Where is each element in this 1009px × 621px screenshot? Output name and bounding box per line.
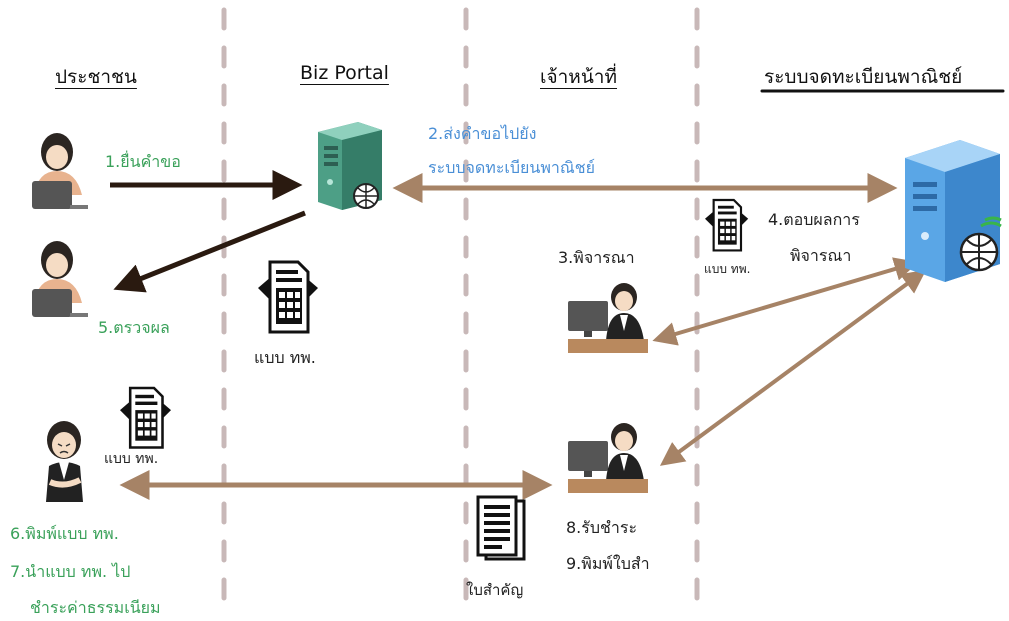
step-4-label-line1: 4.ตอบผลการ	[768, 210, 860, 229]
step-7-label-line1: 7.นำแบบ ทพ. ไป	[10, 562, 131, 581]
step-5-label: 5.ตรวจผล	[98, 318, 170, 337]
form-caption-portal: แบบ ทพ.	[254, 348, 316, 367]
registry-server-icon	[905, 140, 1002, 282]
receipt-caption: ใบสำคัญ	[466, 581, 524, 599]
step-9-label: 9.พิมพ์ใบสำ	[566, 554, 650, 573]
lane-header-officer: เจ้าหน้าที่	[540, 66, 618, 88]
step-6-label: 6.พิมพ์แบบ ทพ.	[10, 524, 119, 543]
lane-dividers	[221, 7, 700, 613]
lane-header-registry: ระบบจดทะเบียนพาณิชย์	[764, 66, 963, 88]
lane-header-citizen: ประชาชน	[55, 66, 137, 88]
form-caption-citizen: แบบ ทพ.	[104, 451, 159, 467]
step-4-label-line2: พิจารณา	[790, 246, 852, 265]
lane-header-biz-portal: Biz Portal	[300, 62, 389, 84]
arrow-check-result	[113, 210, 306, 293]
step-8-label: 8.รับชำระ	[566, 518, 638, 537]
form-document-icon-citizen	[120, 386, 171, 449]
citizen-person-icon-2	[32, 241, 88, 317]
form-document-icon-portal	[258, 260, 318, 334]
officer-icon-1	[568, 283, 648, 353]
step-7-label-line2: ชำระค่าธรรมเนียม	[30, 598, 161, 617]
step-2-label-line1: 2.ส่งคำขอไปยัง	[428, 124, 537, 143]
biz-portal-server-icon	[318, 122, 382, 210]
form-caption-officer: แบบ ทพ.	[704, 262, 751, 276]
step-3-label: 3.พิจารณา	[558, 248, 635, 267]
citizen-worried-icon	[46, 421, 83, 502]
step-2-label-line2: ระบบจดทะเบียนพาณิชย์	[428, 158, 595, 177]
arrow-response	[659, 269, 927, 466]
form-document-icon-officer	[705, 198, 749, 252]
officer-icon-2	[568, 423, 648, 493]
step-1-label: 1.ยื่นคำขอ	[105, 152, 181, 171]
citizen-person-icon-1	[32, 133, 88, 209]
receipt-document-icon	[476, 495, 526, 561]
